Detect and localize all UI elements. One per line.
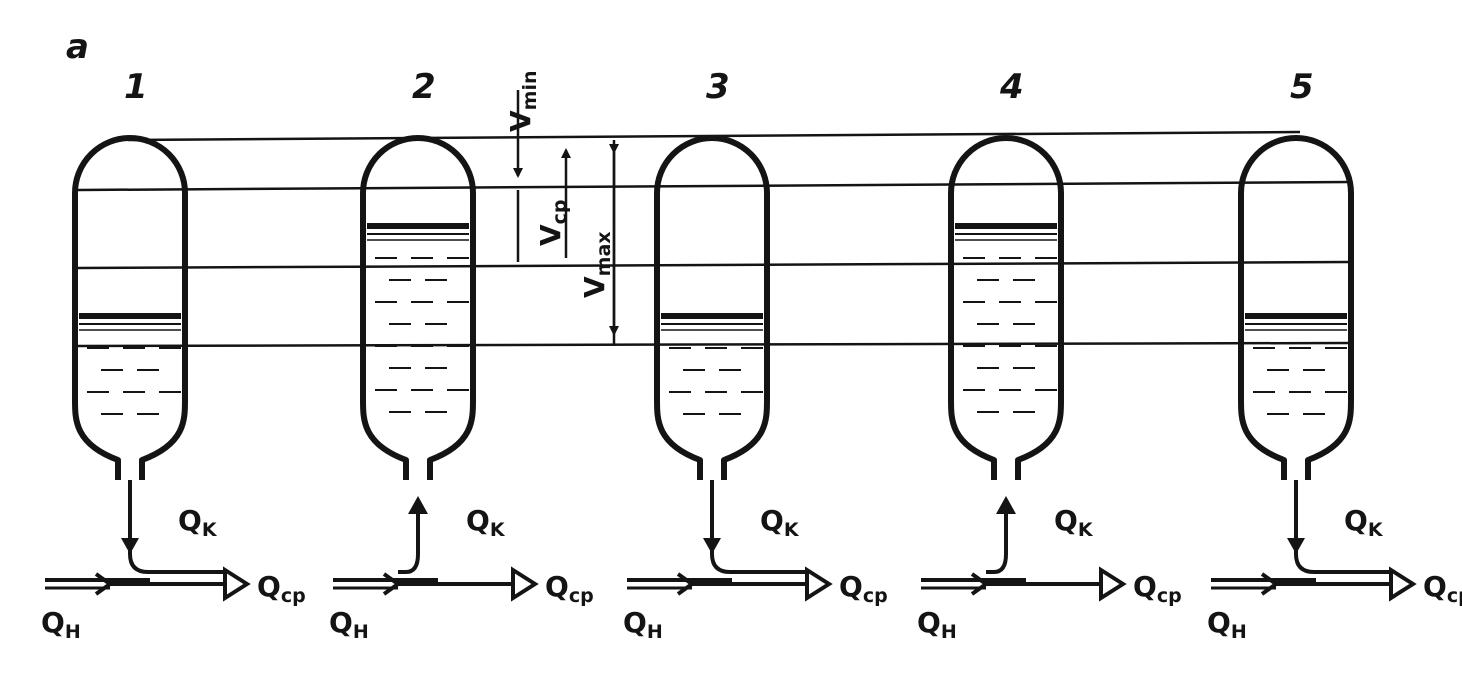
qh-label-main: Q <box>1207 606 1231 639</box>
qcp-arrowhead <box>1389 566 1417 602</box>
vessel-number: 3 <box>706 67 730 107</box>
liquid <box>661 313 763 415</box>
qcp-label: Qcp <box>1133 570 1182 607</box>
vessel-number: 2 <box>412 67 436 107</box>
qk-inflow-line <box>986 504 1008 574</box>
flow-piping <box>333 496 539 602</box>
qk-label: QK <box>760 504 800 541</box>
qk-label-main: Q <box>1054 504 1078 537</box>
qh-label: QH <box>623 606 663 643</box>
qk-label-main: Q <box>178 504 202 537</box>
vcp-label: Vcp <box>534 199 571 246</box>
qk-label-main: Q <box>1344 504 1368 537</box>
qh-label: QH <box>41 606 81 643</box>
qk-down-arrowhead <box>121 538 139 554</box>
qk-down-arrowhead <box>703 538 721 554</box>
qcp-label-sub: cp <box>281 585 306 607</box>
qk-label-main: Q <box>466 504 490 537</box>
qk-outflow-line <box>1294 480 1391 574</box>
qk-label: QK <box>178 504 218 541</box>
qk-label: QK <box>1344 504 1384 541</box>
qh-label: QH <box>917 606 957 643</box>
qk-up-arrowhead <box>996 496 1016 514</box>
qh-label-sub: H <box>647 621 663 643</box>
flow-piping <box>627 480 833 602</box>
vessel-number: 1 <box>124 67 148 107</box>
panel-label: a <box>66 27 89 67</box>
qcp-label-main: Q <box>257 570 281 603</box>
qk-label: QK <box>466 504 506 541</box>
qcp-label-main: Q <box>1133 570 1157 603</box>
qcp-label: Qcp <box>257 570 306 607</box>
qh-label-main: Q <box>329 606 353 639</box>
qcp-label-sub: cp <box>1447 585 1462 607</box>
qk-inflow-line <box>398 504 420 574</box>
qcp-label-sub: cp <box>863 585 888 607</box>
qk-down-arrowhead <box>1287 538 1305 554</box>
qh-label-main: Q <box>623 606 647 639</box>
liquid <box>79 313 181 415</box>
qk-label-sub: K <box>1368 519 1384 541</box>
qcp-arrowhead <box>1099 566 1127 602</box>
qcp-label: Qcp <box>545 570 594 607</box>
qh-label: QH <box>329 606 369 643</box>
flow-piping <box>45 480 251 602</box>
liquid <box>367 223 469 413</box>
level-line-2 <box>77 180 1351 192</box>
vessel-outline <box>654 135 770 480</box>
qk-label-sub: K <box>784 519 800 541</box>
qcp-arrowhead <box>223 566 251 602</box>
qh-label-sub: H <box>353 621 369 643</box>
qcp-label-sub: cp <box>1157 585 1182 607</box>
vessel-outline <box>72 135 188 480</box>
flow-piping <box>1211 480 1417 602</box>
volume-dimensions <box>513 90 619 346</box>
qh-label: QH <box>1207 606 1247 643</box>
qcp-arrowhead <box>805 566 833 602</box>
qcp-arrowhead <box>511 566 539 602</box>
vessel-number: 4 <box>999 67 1024 107</box>
vessel-outline <box>360 135 476 480</box>
qcp-label: Qcp <box>839 570 888 607</box>
qcp-label: Qcp <box>1423 570 1462 607</box>
qk-label-main: Q <box>760 504 784 537</box>
qk-outflow-line <box>710 480 807 574</box>
level-line-bottom <box>77 341 1351 348</box>
qh-label-main: Q <box>41 606 65 639</box>
flow-piping <box>921 496 1127 602</box>
vessel-number: 5 <box>1290 67 1314 107</box>
liquid <box>1245 313 1347 415</box>
qk-label: QK <box>1054 504 1094 541</box>
vessel-outline <box>948 135 1064 480</box>
qcp-label-main: Q <box>545 570 569 603</box>
qk-up-arrowhead <box>408 496 428 514</box>
vessel-5: 5QKQcpQH <box>1207 67 1462 643</box>
liquid <box>955 223 1057 413</box>
qk-label-sub: K <box>202 519 218 541</box>
qk-label-sub: K <box>1078 519 1094 541</box>
qcp-label-main: Q <box>1423 570 1447 603</box>
qh-label-sub: H <box>65 621 81 643</box>
qh-label-main: Q <box>917 606 941 639</box>
vmax-label: Vmax <box>578 231 615 298</box>
qcp-label-sub: cp <box>569 585 594 607</box>
qk-outflow-line <box>128 480 225 574</box>
qh-label-sub: H <box>1231 621 1247 643</box>
vessels: 1QKQcpQH2QKQcpQH3QKQcpQH4QKQcpQH5QKQcpQH <box>41 67 1462 643</box>
level-line-3 <box>77 260 1351 270</box>
qk-label-sub: K <box>490 519 506 541</box>
qh-label-sub: H <box>941 621 957 643</box>
vessel-outline <box>1238 135 1354 480</box>
vmin-label: Vmin <box>504 70 541 132</box>
qcp-label-main: Q <box>839 570 863 603</box>
